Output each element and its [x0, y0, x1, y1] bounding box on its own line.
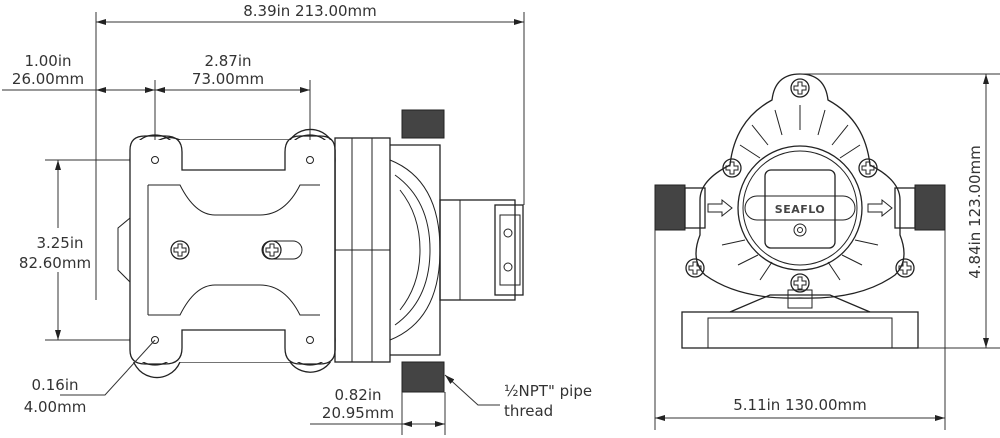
mounting-hole	[151, 156, 159, 164]
mounting-hole	[151, 336, 159, 344]
hole-vertical-mm-label: 82.60mm	[19, 254, 91, 272]
flow-arrow-icon	[707, 198, 733, 218]
side-view: 8.39in 213.00mm 1.00in 26.00mm 2.87in 73…	[2, 2, 592, 435]
overall-length-label: 8.39in 213.00mm	[243, 2, 377, 20]
screw-icon	[790, 273, 810, 293]
screw-icon	[685, 258, 705, 278]
hole-spacing-mm-label: 73.00mm	[192, 70, 264, 88]
thread-label-line2: thread	[504, 402, 553, 420]
seaflo-logo: SEAFLO	[775, 203, 825, 216]
thread-label-line1: ½NPT" pipe	[504, 382, 592, 400]
flow-arrow-icon	[867, 198, 893, 218]
hole-spacing-in-label: 2.87in	[204, 52, 251, 70]
front-view: SEAFLO 4.84in 123.00mm 5.11in 130.00mm	[654, 73, 1000, 430]
bottom-port-thread	[401, 361, 445, 393]
top-port-thread	[401, 109, 445, 139]
edge-to-hole-in-label: 1.00in	[24, 52, 71, 70]
screw-icon	[895, 258, 915, 278]
base	[681, 311, 919, 349]
pressure-switch-housing	[737, 145, 863, 271]
hole-vertical-in-label: 3.25in	[36, 234, 83, 252]
hole-diameter-leader	[60, 339, 156, 396]
hole-diameter-in-label: 0.16in	[31, 376, 78, 394]
port-length-mm-label: 20.95mm	[322, 404, 394, 422]
outlet-thread	[914, 184, 946, 231]
mounting-hole	[306, 156, 314, 164]
inlet-thread	[654, 184, 686, 231]
slot	[261, 240, 303, 260]
housing-ribs	[721, 105, 879, 281]
mounting-hole	[306, 336, 314, 344]
pump-head	[334, 109, 524, 393]
pump-housing	[695, 73, 905, 299]
screw-icon	[722, 158, 742, 178]
screw-icon	[858, 158, 878, 178]
height-label: 4.84in 123.00mm	[966, 145, 984, 279]
edge-to-hole-mm-label: 26.00mm	[12, 70, 84, 88]
width-label: 5.11in 130.00mm	[733, 396, 867, 414]
mounting-plate	[117, 128, 336, 379]
thread-leader	[444, 374, 500, 406]
port-length-in-label: 0.82in	[334, 386, 381, 404]
hole-diameter-mm-label: 4.00mm	[24, 398, 87, 416]
motor-end-cap	[439, 199, 516, 301]
screw-icon	[790, 78, 810, 98]
